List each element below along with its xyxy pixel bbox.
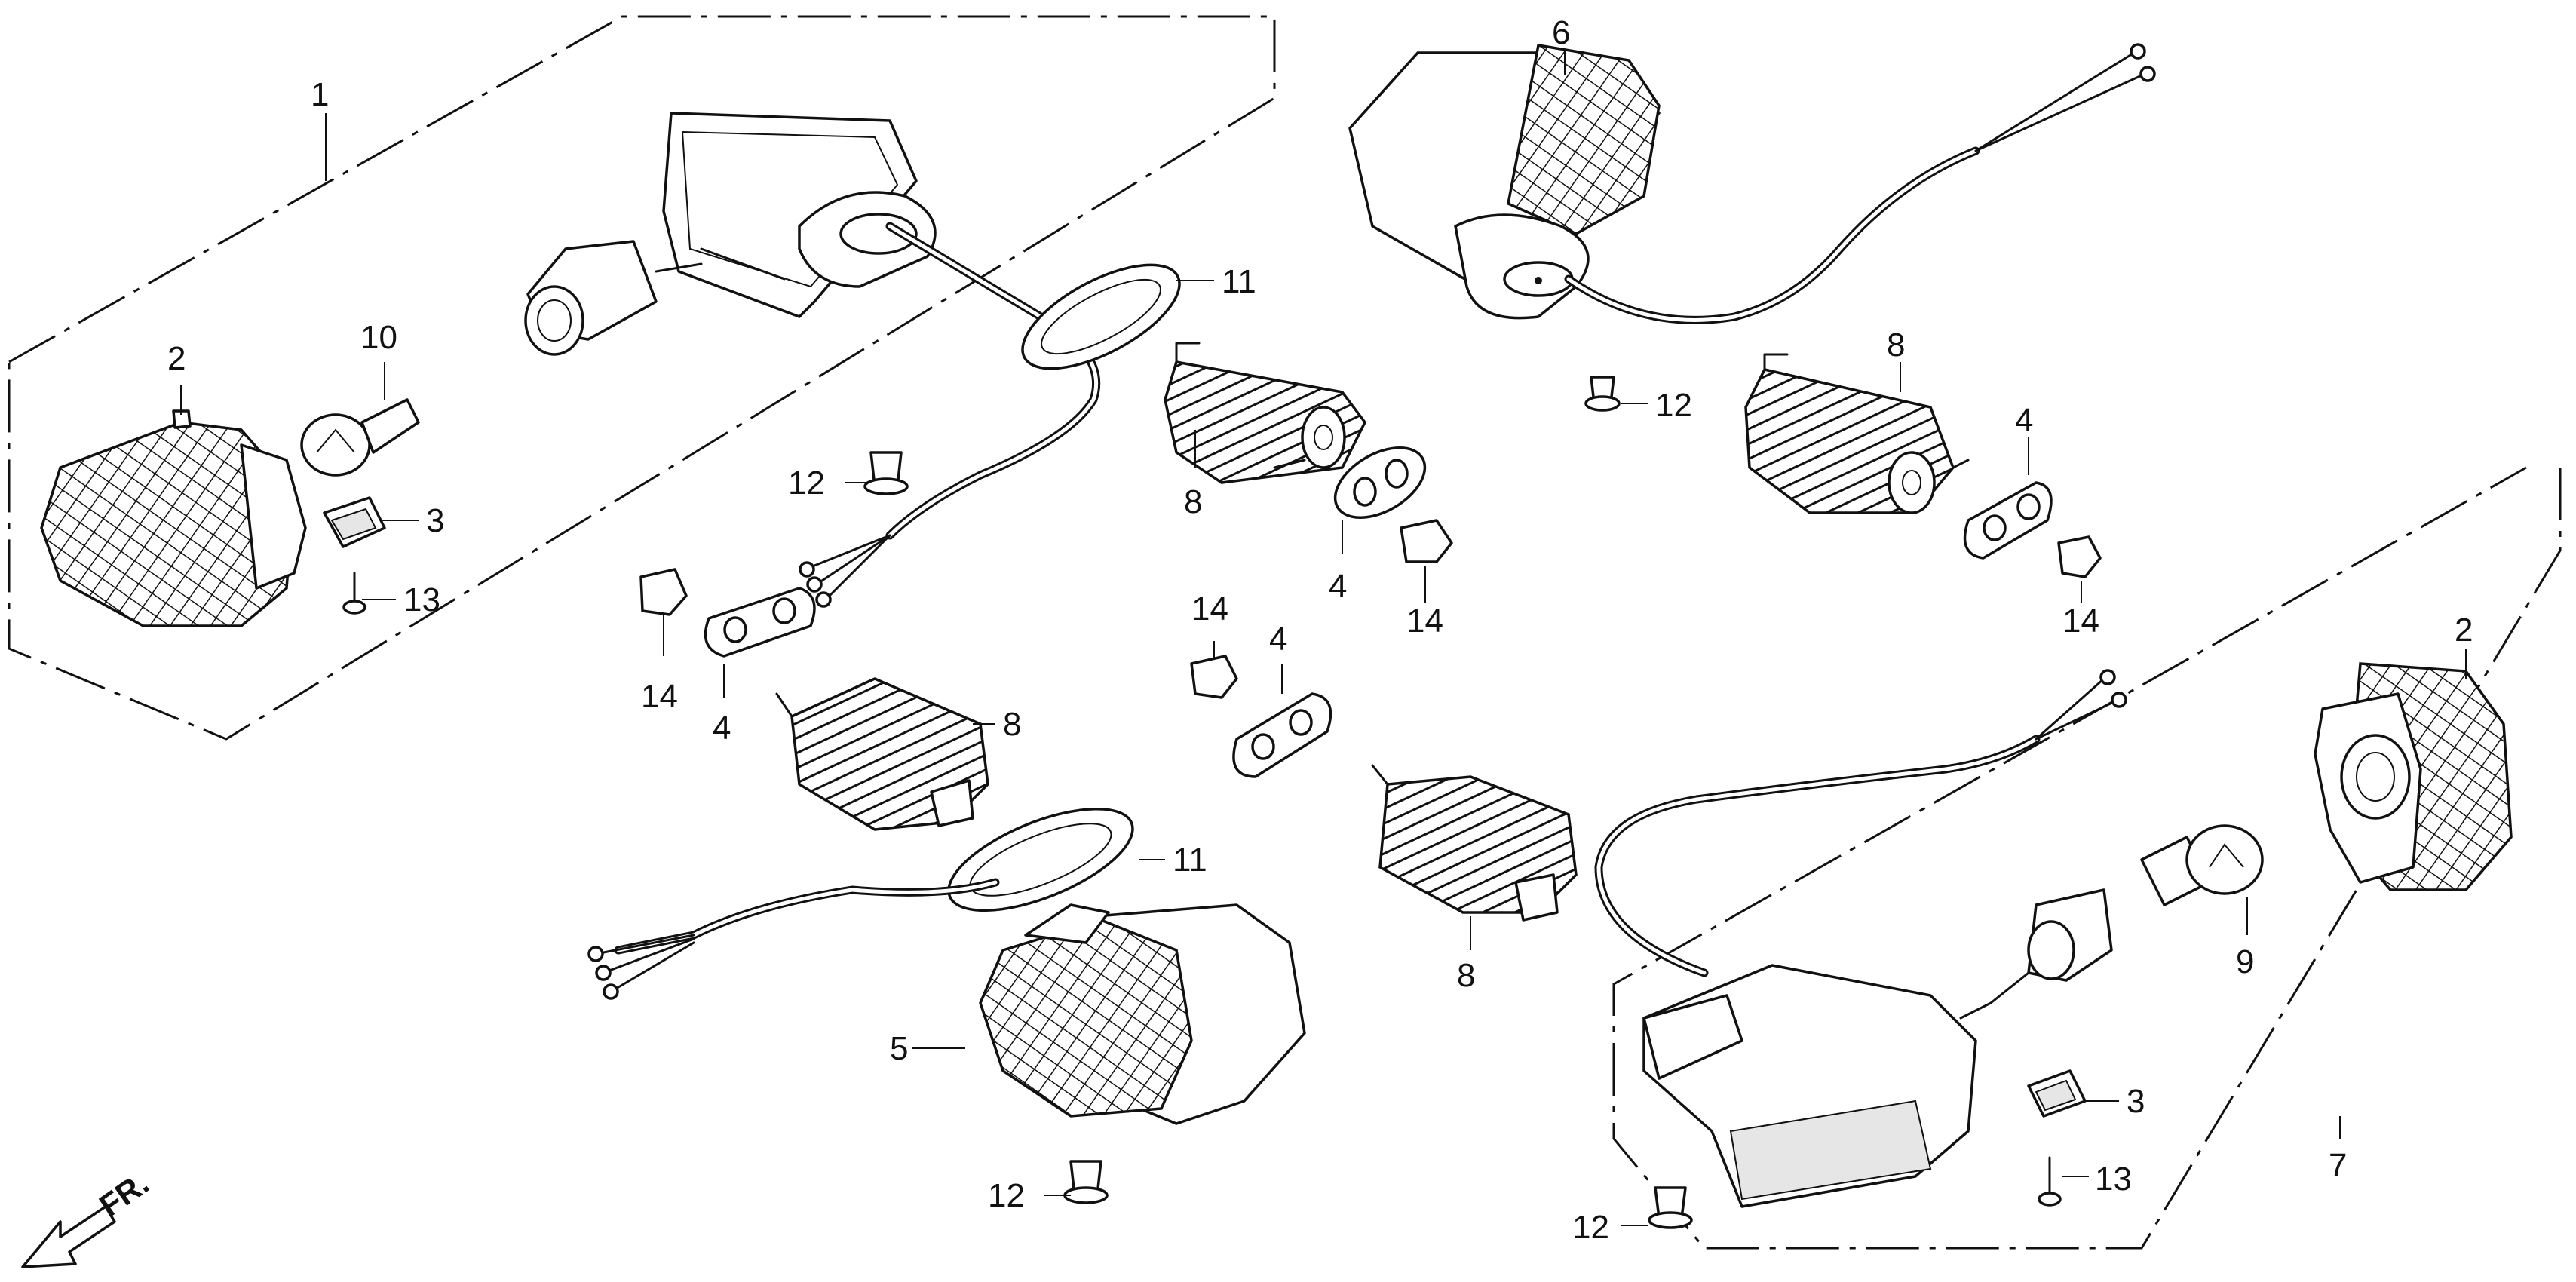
screw-12-upper-right (1584, 376, 1621, 412)
right-front-indicator-6 (1348, 43, 1661, 320)
lens-gasket-upper (1021, 263, 1181, 370)
callout-1: 1 (311, 76, 329, 113)
screw-12-upper-left (863, 451, 909, 495)
callout-6: 6 (1552, 14, 1570, 51)
callout-7: 7 (2329, 1147, 2347, 1184)
callout-12-lower-right: 12 (1572, 1209, 1609, 1246)
callout-2-right: 2 (2455, 612, 2473, 649)
callout-2-left: 2 (167, 340, 186, 377)
callout-8-upper: 8 (1184, 483, 1202, 520)
mount-plate-4-center-upper (1333, 446, 1427, 520)
right-front-wire-harness (1564, 43, 2156, 324)
callout-12-lower-left: 12 (988, 1177, 1025, 1214)
callout-4-center-lower: 4 (1269, 621, 1287, 658)
indicator-bulb-9 (2140, 824, 2264, 906)
left-rear-indicator-5 (979, 903, 1306, 1125)
assembly-outline-right (1612, 466, 2562, 1250)
socket-clip-left (323, 496, 386, 548)
callout-8-lower-center: 8 (1457, 957, 1475, 994)
mount-plate-4-left (704, 587, 816, 658)
screw-12-lower-left (1063, 1160, 1109, 1204)
callout-labels: 1 2 10 3 13 11 12 8 4 14 14 4 8 14 4 11 … (167, 14, 2473, 1246)
callout-3-right: 3 (2127, 1083, 2145, 1120)
nut-14-center (1190, 655, 1238, 699)
front-direction-arrow-icon (21, 1205, 116, 1268)
callout-5: 5 (890, 1030, 908, 1067)
callout-4-right: 4 (2015, 402, 2033, 439)
nut-14-center-right (1400, 519, 1453, 563)
callout-10: 10 (360, 319, 397, 356)
callout-12-upper-right: 12 (1655, 387, 1692, 424)
right-rear-socket (1959, 888, 2113, 1020)
screw-13-right (2038, 1156, 2062, 1207)
resistor-8-upper-right (1744, 353, 1970, 514)
left-front-indicator-housing (662, 112, 937, 318)
callout-3-left: 3 (426, 502, 444, 539)
right-rear-indicator-7 (1642, 964, 1977, 1208)
callout-12-upper-left: 12 (788, 465, 825, 501)
callout-9: 9 (2236, 943, 2254, 980)
callout-4-left: 4 (713, 710, 731, 747)
right-indicator-lens (2314, 662, 2513, 891)
callout-14-center: 14 (1191, 590, 1228, 627)
callout-8-upper-right: 8 (1887, 327, 1905, 363)
resistor-8-lower-center (1371, 764, 1578, 922)
screw-12-lower-right (1648, 1186, 1693, 1229)
callout-13-left: 13 (403, 581, 440, 618)
right-rear-wire-harness (1594, 669, 2127, 977)
mount-plate-4-center-lower (1232, 692, 1332, 778)
nut-14-right (2057, 535, 2102, 578)
callout-11-upper: 11 (1222, 263, 1256, 300)
left-front-socket (524, 240, 703, 356)
left-rear-wire-harness (587, 878, 1000, 1000)
callout-11-lower: 11 (1173, 842, 1207, 879)
callout-14-center-right: 14 (1406, 603, 1443, 639)
nut-14-left (639, 568, 688, 616)
callout-14-right: 14 (2062, 603, 2099, 639)
leader-lines (180, 49, 2467, 1226)
left-indicator-lens (40, 409, 307, 627)
indicator-bulb-10 (300, 398, 420, 477)
resistor-8-left-lower (775, 677, 989, 831)
mount-plate-4-right (1963, 481, 2053, 560)
resistor-8-upper (1164, 342, 1367, 484)
callout-8-left-lower: 8 (1003, 706, 1021, 743)
callout-4-center-upper: 4 (1329, 568, 1347, 605)
screw-13-left (342, 572, 366, 615)
socket-clip-right (2027, 1069, 2087, 1118)
callout-14-left: 14 (641, 678, 678, 715)
assembly-outline-left (8, 15, 1276, 741)
callout-13-right: 13 (2095, 1161, 2132, 1198)
front-direction-indicator: FR. (21, 1165, 155, 1268)
